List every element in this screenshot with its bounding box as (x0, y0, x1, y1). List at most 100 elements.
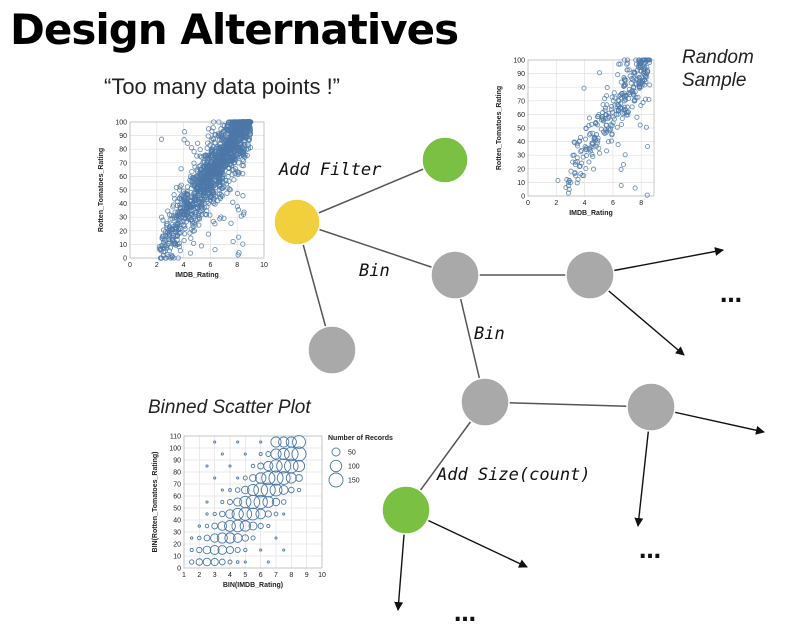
data-point (211, 164, 217, 171)
data-point (622, 152, 628, 158)
data-point (589, 151, 595, 157)
data-point (183, 218, 189, 225)
random-sample-label-line2: Sample (682, 70, 747, 91)
data-point (600, 117, 606, 123)
data-point (170, 204, 176, 210)
bin-circle (216, 532, 228, 544)
data-point (186, 204, 192, 210)
data-point (597, 150, 603, 156)
data-point (235, 139, 241, 145)
data-point (164, 221, 170, 227)
right-gray-node[interactable] (626, 382, 676, 432)
bin-circle (228, 488, 232, 492)
bin-circle (282, 512, 286, 516)
filter-node[interactable] (421, 136, 469, 184)
y-tick-label: 70 (517, 98, 525, 105)
data-point (189, 168, 195, 175)
data-point (167, 228, 173, 234)
bin-node[interactable] (430, 250, 480, 300)
bin-circle (260, 482, 276, 498)
data-point (604, 93, 610, 99)
data-point (205, 231, 212, 237)
data-point (608, 106, 615, 112)
edge-bin3-right (484, 401, 652, 408)
bin-circle (245, 494, 261, 510)
data-point (225, 122, 231, 128)
data-point (211, 119, 217, 125)
data-point (590, 154, 596, 160)
bin-circle (190, 536, 194, 540)
y-tick-label: 60 (517, 112, 525, 119)
data-point (586, 145, 592, 151)
data-point (586, 123, 592, 129)
bin-bin-node[interactable] (565, 250, 615, 300)
plot-frame (527, 59, 655, 197)
data-point (589, 140, 595, 146)
data-point (247, 119, 253, 125)
x-tick-label: 1 (182, 572, 186, 579)
data-point (590, 166, 597, 172)
data-point (566, 186, 572, 192)
y-tick-label: 40 (517, 139, 525, 146)
bin-circle (235, 560, 240, 564)
y-tick-label: 50 (119, 187, 127, 194)
data-point (206, 177, 213, 183)
size-node[interactable] (381, 485, 431, 535)
y-tick-label: 50 (173, 505, 181, 512)
slide-title: Design Alternatives (10, 5, 459, 54)
data-point (175, 241, 181, 248)
data-point (207, 197, 213, 203)
data-point (203, 176, 209, 182)
data-point (614, 124, 620, 130)
data-point (240, 241, 246, 247)
data-point (191, 190, 197, 196)
data-point (636, 57, 642, 63)
bin-circle (243, 452, 247, 456)
root-node[interactable] (273, 198, 321, 246)
data-point (572, 140, 578, 146)
y-axis-title: Rotten_Tomatoes_Rating (98, 148, 105, 232)
data-point (241, 209, 247, 215)
data-point (574, 180, 580, 186)
x-tick-label: 8 (289, 572, 293, 579)
data-point (169, 221, 176, 228)
bin-circle (250, 463, 256, 469)
data-point (240, 170, 246, 177)
data-point (217, 148, 223, 154)
data-point (577, 138, 583, 144)
data-point (222, 164, 229, 170)
data-point (581, 85, 587, 91)
data-point (194, 204, 200, 210)
data-point (604, 102, 610, 108)
y-tick-label: 100 (513, 57, 525, 64)
ellipsis-3: … (454, 602, 479, 627)
data-point (622, 110, 628, 116)
data-point (234, 190, 241, 197)
data-point (197, 184, 203, 190)
bin-circle (219, 510, 226, 518)
data-point (235, 119, 241, 125)
data-point (211, 170, 218, 176)
gray-leaf-node[interactable] (307, 325, 357, 375)
data-point (196, 216, 203, 222)
data-point (170, 232, 177, 239)
bin-circle (259, 548, 263, 552)
data-point (198, 243, 205, 249)
data-point (181, 231, 188, 237)
bin-circle (295, 474, 303, 482)
bin-circle (189, 547, 194, 553)
data-point (203, 152, 209, 158)
data-point (583, 153, 589, 159)
bin-circle (205, 512, 209, 516)
edge-root-bin (296, 221, 456, 276)
bin-bin-node-2[interactable] (460, 377, 510, 427)
data-point (221, 150, 227, 157)
bin-circle (254, 472, 267, 484)
data-point (587, 130, 593, 137)
bin-circle (197, 535, 202, 541)
data-point (188, 194, 194, 200)
data-point (230, 167, 237, 173)
data-point (191, 228, 198, 234)
edge-label-bin-2: Bin (474, 324, 505, 344)
y-tick-label: 60 (119, 174, 127, 181)
